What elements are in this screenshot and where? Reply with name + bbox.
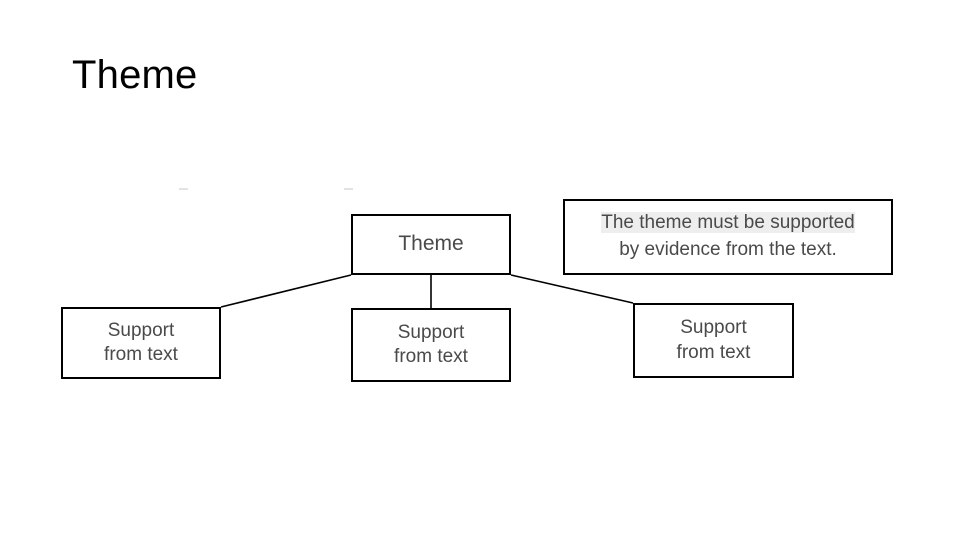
callout-note[interactable]: The theme must be supported by evidence … bbox=[563, 199, 893, 275]
node-theme-label: Theme bbox=[398, 232, 464, 256]
node-support-right-label: Support from text bbox=[676, 317, 751, 363]
node-support-middle[interactable]: Support from text bbox=[351, 308, 511, 382]
callout-note-line-2: by evidence from the text. bbox=[619, 239, 837, 260]
connector-theme-to-support-left bbox=[220, 274, 352, 308]
page-title: Theme bbox=[72, 53, 198, 97]
connector-theme-to-support-right bbox=[510, 274, 634, 304]
callout-note-text: The theme must be supported by evidence … bbox=[601, 210, 855, 264]
stray-mark-left bbox=[179, 188, 188, 190]
callout-note-line-1: The theme must be supported bbox=[601, 212, 855, 234]
node-support-left-label: Support from text bbox=[104, 319, 178, 365]
node-support-right[interactable]: Support from text bbox=[633, 303, 794, 378]
node-support-left[interactable]: Support from text bbox=[61, 307, 221, 379]
node-theme[interactable]: Theme bbox=[351, 214, 511, 275]
stray-mark-right bbox=[344, 188, 353, 190]
node-support-middle-label: Support from text bbox=[394, 321, 468, 367]
